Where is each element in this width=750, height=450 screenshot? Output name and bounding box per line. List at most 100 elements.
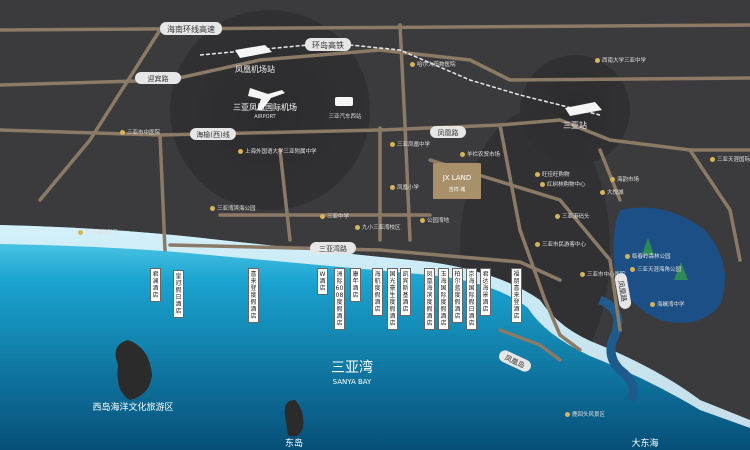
poi-marker-icon (610, 177, 615, 182)
road-label-yingbin-road: 迎宾路 (148, 74, 169, 83)
poi-text: 海螺湾中学 (657, 302, 685, 308)
sanya-bay-label: 三亚湾 (331, 359, 373, 376)
poi-marker-icon (555, 214, 560, 219)
road-label-sanya-bay-road: 三亚湾路 (319, 244, 347, 253)
poi-marker-icon (565, 412, 570, 417)
hotel-tag[interactable]: 玉海国际度假酒店 (438, 268, 449, 330)
poi-marker-icon (540, 182, 545, 187)
poi-label[interactable]: 红树林购物中心 (540, 180, 586, 188)
east-island-shape (284, 400, 304, 437)
poi-marker-icon (710, 157, 715, 162)
brand-subtitle: 吉祥·城 (449, 186, 466, 193)
road-badge (160, 22, 222, 35)
poi-label[interactable]: 三亚凤凰中学 (390, 140, 430, 148)
sanya-station-label: 三亚站 (563, 120, 587, 130)
poi-marker-icon (410, 62, 415, 67)
road-label-phoenix-lower: 凤凰路 (616, 280, 629, 302)
brand-box[interactable] (433, 163, 481, 199)
poi-label[interactable]: 海螺湾中学 (650, 300, 685, 308)
road-network (0, 23, 750, 362)
bus-station-label: 三亚汽车西站 (328, 112, 362, 120)
poi-label[interactable]: 三亚天涯国际机场 (710, 155, 750, 163)
poi-text: 哈尔大药物医院 (417, 62, 456, 68)
poi-label[interactable]: 大悦城 (600, 188, 624, 196)
poi-label[interactable]: 三亚天涯海角公园 (630, 265, 681, 273)
poi-label[interactable]: 上海外国语大学三亚附属中学 (238, 147, 317, 155)
sea-area (0, 225, 750, 450)
poi-label[interactable]: 旺佳旺购物 (535, 170, 570, 178)
road-badge (499, 350, 531, 372)
poi-label[interactable]: 凤凰小学 (390, 183, 419, 191)
poi-text: 三亚天涯海角公园 (637, 267, 682, 273)
poi-text: 羊栏农贸市场 (467, 152, 501, 158)
poi-label[interactable]: 羊栏农贸市场 (460, 150, 500, 158)
road-badge (305, 38, 351, 51)
poi-text: 大悦城 (607, 190, 624, 196)
hotel-tag[interactable]: 凯宾斯基酒店 (400, 268, 411, 316)
poi-label[interactable]: 哈尔大药物医院 (410, 60, 456, 68)
poi-label[interactable]: 西南大学三亚中学 (595, 56, 646, 64)
hotel-tag[interactable]: 康年酒店 (350, 268, 361, 302)
poi-marker-icon (580, 272, 585, 277)
airport-name-label: 三亚凤凰国际机场 (233, 102, 297, 112)
sanya-bay-en-label: SANYA BAY (333, 378, 372, 386)
poi-label[interactable]: 三亚湾滨海公园 (210, 204, 256, 212)
hotel-tag[interactable]: 喜来登度假酒店 (248, 268, 259, 323)
poi-label[interactable]: 三亚中学 (320, 212, 349, 220)
poi-marker-icon (390, 185, 395, 190)
east-island-label: 东岛 (285, 437, 303, 449)
poi-text: 三亚中学 (327, 214, 350, 220)
poi-label[interactable]: 九小三亚湾校区 (355, 223, 401, 231)
poi-text: 三亚市民游客中心 (542, 242, 587, 248)
hotel-tag[interactable]: 洲际6008度假酒店 (334, 268, 345, 330)
poi-marker-icon (595, 58, 600, 63)
poi-text: 凤凰小学 (397, 185, 420, 191)
poi-marker-icon (78, 230, 83, 235)
poi-text: 九小三亚湾校区 (362, 225, 401, 231)
hotel-tag[interactable]: 国光豪生度假酒店 (387, 268, 398, 330)
hotel-tag[interactable]: 凤凰海滨度假酒店 (424, 268, 435, 330)
poi-label[interactable]: 鹿回头风景区 (565, 410, 605, 418)
poi-text: 鹿回头风景区 (572, 412, 606, 418)
hotel-tag[interactable]: 柏尔蓝度假酒店 (452, 268, 463, 323)
hotel-tag[interactable]: 京海国际假日酒店 (466, 268, 477, 330)
poi-label[interactable]: 三亚市中心医院 (580, 270, 626, 278)
poi-label[interactable]: 三亚港码头 (555, 212, 590, 220)
poi-marker-icon (535, 172, 540, 177)
poi-marker-icon (238, 149, 243, 154)
hotel-tag[interactable]: 君达海景酒店 (480, 268, 491, 316)
road-badge (614, 273, 632, 309)
linchunling-lake (613, 207, 725, 323)
poi-text: 红树林购物中心 (547, 182, 586, 188)
road-badge (310, 242, 356, 254)
west-island-label: 西岛海洋文化旅游区 (92, 401, 173, 413)
poi-marker-icon (625, 254, 630, 259)
train-icon (235, 45, 272, 58)
train-icon (565, 102, 602, 116)
poi-text: 西南大学三亚中学 (602, 58, 647, 64)
poi-text: 三亚港码头 (562, 214, 590, 220)
poi-label[interactable]: 三亚市民游客中心 (535, 240, 586, 248)
poi-label[interactable]: 三亚市中医院 (120, 128, 160, 136)
airport-station-label: 凤凰机场站 (235, 64, 275, 74)
plane-icon (248, 88, 285, 110)
poi-label[interactable]: 海韵市场 (610, 175, 639, 183)
road-label-haiyu-west: 海榆(西)线 (196, 130, 229, 139)
poi-label[interactable]: 公园湾地 (420, 216, 449, 224)
poi-text: 三亚天涯国际机场 (717, 157, 750, 163)
poi-label[interactable]: 天涯海游艇区 (78, 228, 118, 236)
poi-marker-icon (210, 206, 215, 211)
hotel-tag[interactable]: 君澜酒店 (150, 268, 161, 302)
poi-marker-icon (320, 214, 325, 219)
hotel-tag[interactable]: 福朋喜来登酒店 (511, 268, 522, 323)
brand-title: JX LAND (442, 174, 472, 182)
airport-en-label: AIRPORT (254, 114, 276, 120)
hotel-tag[interactable]: 皇冠假日酒店 (173, 270, 184, 318)
road-label-phoenix-avenue: 凤凰路 (438, 128, 459, 137)
hotel-tag[interactable]: 海航度假酒店 (372, 268, 383, 316)
west-island-shape (115, 340, 152, 400)
hotel-tag[interactable]: W酒店 (317, 268, 328, 295)
poi-label[interactable]: 临春岭森林公园 (625, 252, 671, 260)
poi-marker-icon (390, 142, 395, 147)
